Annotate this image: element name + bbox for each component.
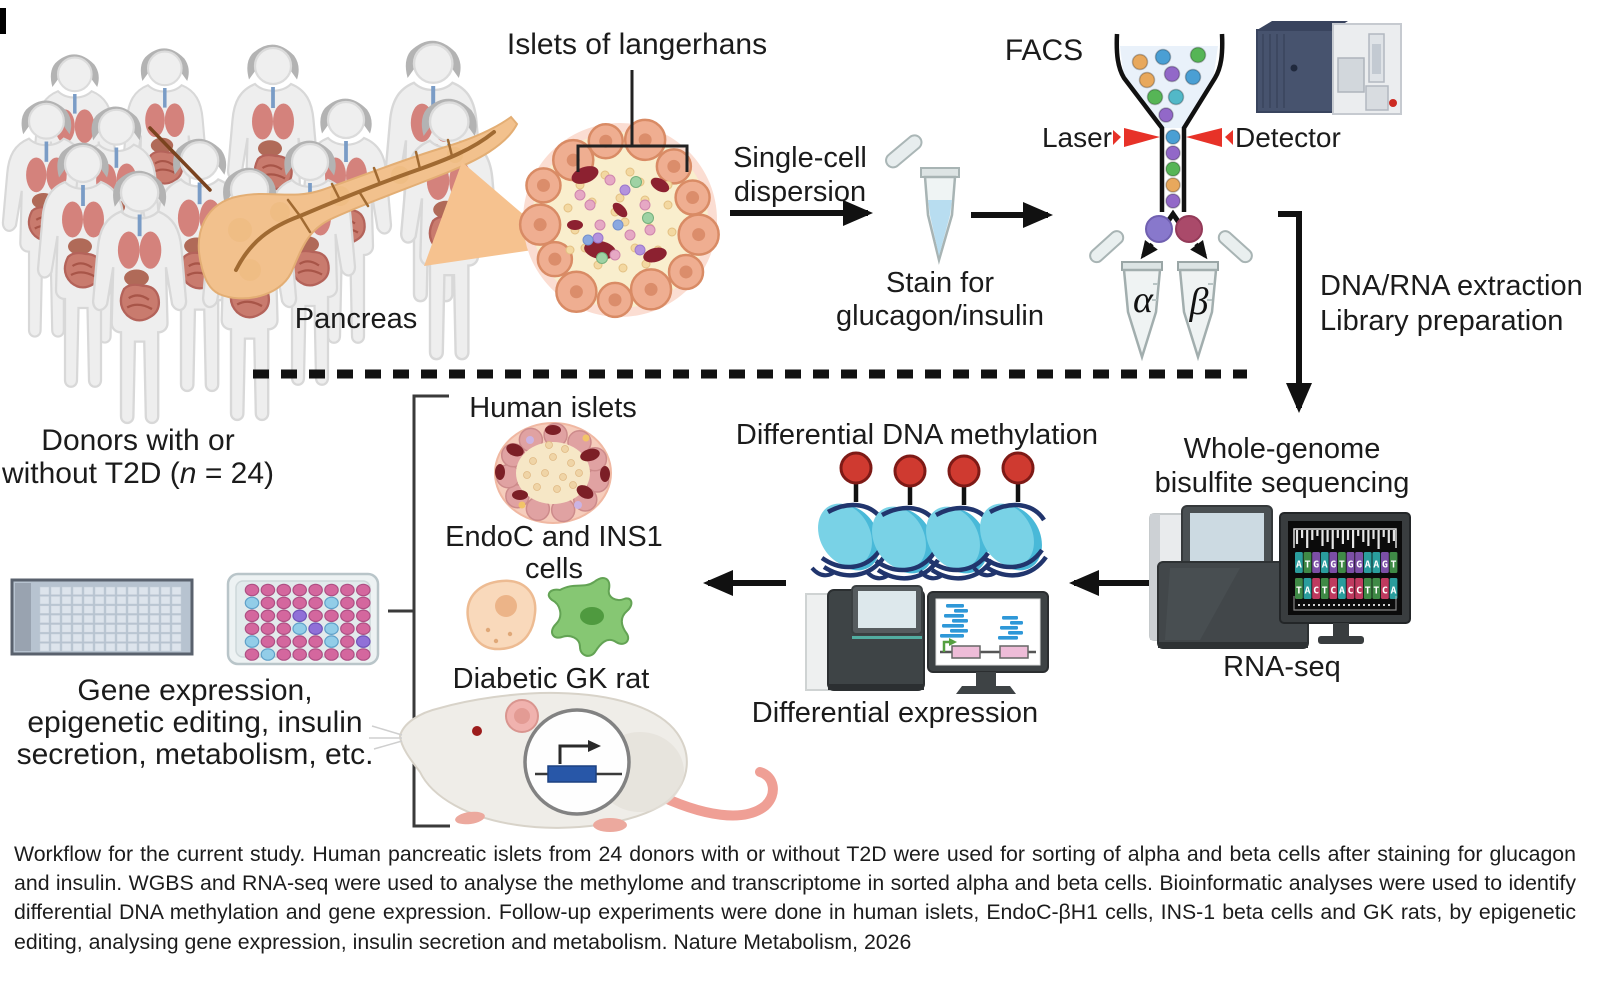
pancreas-illustration xyxy=(197,115,519,300)
microarray-slide-illustration xyxy=(10,578,194,656)
svg-text:G: G xyxy=(1313,560,1319,571)
human-islets-label: Human islets xyxy=(469,392,637,424)
expression-sequencer-illustration xyxy=(805,585,925,691)
well-plate-illustration xyxy=(226,572,380,666)
figure-caption: Workflow for the current study. Human pa… xyxy=(14,842,1576,954)
human-islet-illustration xyxy=(494,422,612,524)
diff-methylation-label: Differential DNA methylation xyxy=(736,419,1098,451)
islets-title: Islets of langerhans xyxy=(507,28,767,61)
nucleosome-illustration xyxy=(807,453,1052,583)
detector-label: Detector xyxy=(1235,122,1341,153)
gene-inset-circle xyxy=(523,708,631,816)
corner-artifact xyxy=(0,8,6,34)
rna-seq-label: RNA-seq xyxy=(1223,651,1341,683)
beta-tube-label: β xyxy=(1189,281,1209,323)
svg-text:A: A xyxy=(1365,560,1371,571)
wgbs-label-line2: bisulfite sequencing xyxy=(1155,467,1410,499)
islet-zoom-illustration xyxy=(518,118,720,319)
gene-expr-label-line3: secretion, metabolism, etc. xyxy=(17,738,374,771)
svg-text:G: G xyxy=(1382,560,1388,571)
ins1-cell-illustration xyxy=(547,577,633,657)
stain-label-line1: Stain for xyxy=(886,267,994,299)
alpha-tube-illustration xyxy=(1089,230,1163,362)
pancreas-label: Pancreas xyxy=(295,303,418,335)
beta-tube-illustration xyxy=(1177,230,1253,362)
svg-text:A: A xyxy=(1304,586,1310,597)
alpha-tube-label: α xyxy=(1133,279,1154,321)
facs-label: FACS xyxy=(1005,34,1083,67)
svg-text:T: T xyxy=(1390,560,1396,571)
svg-text:T: T xyxy=(1304,560,1310,571)
models-bracket xyxy=(388,394,450,828)
svg-text:C: C xyxy=(1356,586,1362,597)
donors-label-line1: Donors with or xyxy=(41,424,234,457)
svg-text:G: G xyxy=(1330,560,1336,571)
gk-rat-illustration xyxy=(369,691,778,832)
donors-label-line2: without T2D (n = 24) xyxy=(1,457,274,490)
svg-text:T: T xyxy=(1322,586,1328,597)
single-cell-label-line1: Single-cell xyxy=(733,142,867,174)
workflow-diagram: Single-cell dispersion Stain for glucago… xyxy=(1,21,1583,832)
svg-text:A: A xyxy=(1296,560,1302,571)
svg-text:G: G xyxy=(1356,560,1362,571)
wgbs-sequencer-illustration xyxy=(1149,505,1309,649)
single-cell-label-line2: dispersion xyxy=(734,176,866,208)
svg-text:T: T xyxy=(1365,586,1371,597)
islet-leader-bracket xyxy=(576,70,689,172)
svg-text:A: A xyxy=(1339,586,1345,597)
svg-text:T: T xyxy=(1373,586,1379,597)
endoc-label-line2: cells xyxy=(525,553,583,585)
endoc-cell-illustration xyxy=(466,579,537,651)
svg-text:T: T xyxy=(1296,586,1302,597)
svg-text:C: C xyxy=(1330,586,1336,597)
dna-rna-label-line2: Library preparation xyxy=(1320,305,1563,337)
stain-tube-illustration xyxy=(885,134,960,265)
svg-text:G: G xyxy=(1347,560,1353,571)
svg-text:A: A xyxy=(1373,560,1379,571)
stain-label-line2: glucagon/insulin xyxy=(836,300,1044,332)
facs-machine-illustration xyxy=(1256,21,1402,115)
svg-text:T: T xyxy=(1339,560,1345,571)
svg-text:C: C xyxy=(1313,586,1319,597)
svg-text:C: C xyxy=(1347,586,1353,597)
laser-label: Laser xyxy=(1042,122,1112,153)
svg-text:A: A xyxy=(1322,560,1328,571)
sorted-cells-illustration xyxy=(1140,215,1208,260)
donor-to-pancreas-pointer xyxy=(148,126,212,192)
expression-monitor-illustration xyxy=(927,591,1049,694)
gene-expr-label-line2: epigenetic editing, insulin xyxy=(27,706,362,739)
gene-box-icon xyxy=(547,765,597,783)
wgbs-label-line1: Whole-genome xyxy=(1184,433,1381,465)
svg-text:C: C xyxy=(1382,586,1388,597)
laser-beam-icon xyxy=(1113,128,1233,147)
arrow-extraction-down xyxy=(1278,211,1312,413)
svg-text:A: A xyxy=(1390,586,1396,597)
gene-expr-label-line1: Gene expression, xyxy=(77,674,312,707)
diff-expression-label: Differential expression xyxy=(752,697,1038,729)
dna-rna-label-line1: DNA/RNA extraction xyxy=(1320,270,1583,302)
gk-rat-label: Diabetic GK rat xyxy=(453,663,650,695)
endoc-label-line1: EndoC and INS1 xyxy=(445,521,663,553)
